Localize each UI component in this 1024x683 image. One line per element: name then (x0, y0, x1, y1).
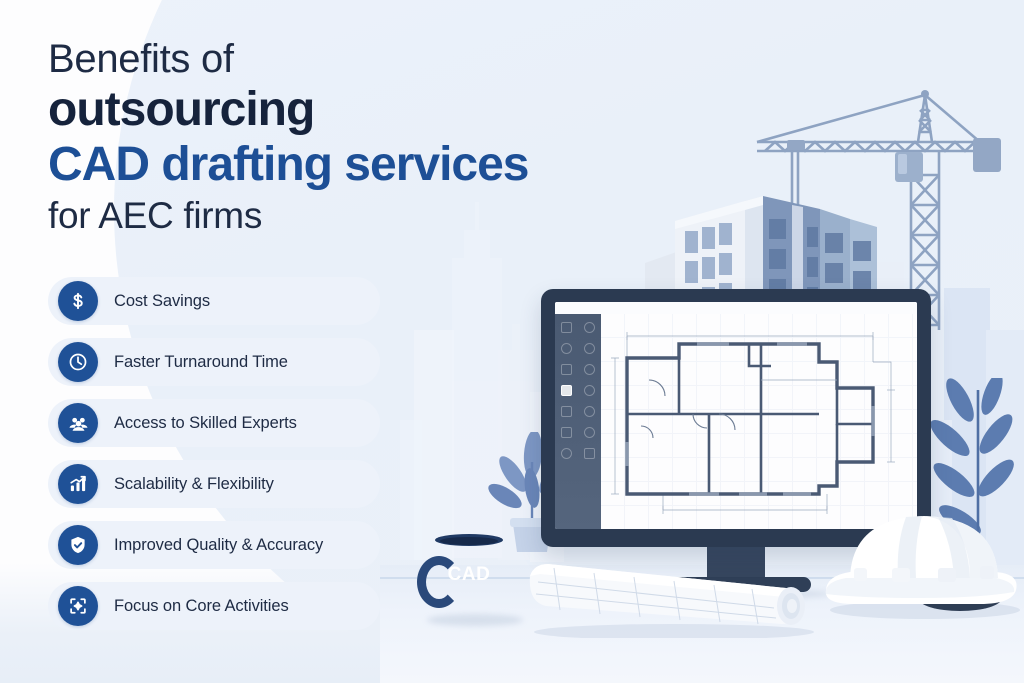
tool-icon-rect[interactable] (561, 322, 572, 333)
skyline-tower-1 (452, 202, 502, 558)
cad-drawing-canvas[interactable] (601, 314, 917, 529)
monitor-bezel (541, 289, 931, 547)
benefit-label: Faster Turnaround Time (114, 352, 288, 371)
coffee-mug: CAD (417, 534, 523, 626)
benefit-item-focus-core[interactable]: Focus on Core Activities (48, 582, 380, 630)
benefit-item-improved-quality[interactable]: Improved Quality & Accuracy (48, 521, 380, 569)
clock-icon (58, 342, 98, 382)
tool-icon-point[interactable] (584, 343, 595, 354)
mug-handle (417, 556, 461, 608)
tool-row (555, 427, 601, 438)
tool-icon-layer[interactable] (561, 406, 572, 417)
hard-hat-svg (825, 516, 1020, 619)
tool-icon-text[interactable] (561, 427, 572, 438)
tool-row (555, 406, 601, 417)
benefit-item-cost-savings[interactable]: Cost Savings (48, 277, 380, 325)
tool-icon-arc[interactable] (561, 343, 572, 354)
focus-target-icon (58, 586, 98, 626)
tool-icon-settings[interactable] (561, 448, 572, 459)
blueprint-roll-svg (529, 564, 814, 640)
tool-row (555, 448, 601, 459)
crane-counterweight (973, 138, 1001, 172)
tool-icon-export[interactable] (584, 448, 595, 459)
benefit-item-scalability[interactable]: Scalability & Flexibility (48, 460, 380, 508)
tool-row (555, 364, 601, 375)
dollar-icon (58, 281, 98, 321)
plant-right-svg (930, 373, 1014, 548)
benefits-list: Cost Savings Faster Turnaround Time (48, 277, 380, 643)
tool-icon-selected[interactable] (561, 385, 572, 396)
mug-label: CAD (447, 564, 491, 585)
benefit-label: Access to Skilled Experts (114, 413, 297, 432)
headline-block: Benefits of outsourcing CAD drafting ser… (48, 37, 648, 236)
headline-line-3: CAD drafting services (48, 137, 530, 191)
headline-line-4: for AEC firms (48, 194, 263, 236)
tool-row (555, 322, 601, 333)
floor-plan-drawing (611, 332, 895, 514)
headline-line-2: outsourcing (48, 83, 315, 137)
office-building-illustration (645, 183, 880, 318)
skyline-right-block-2 (986, 330, 1024, 580)
benefit-label: Improved Quality & Accuracy (114, 535, 324, 554)
tool-icon-measure[interactable] (584, 385, 595, 396)
people-icon (58, 403, 98, 443)
monitor-screen (555, 302, 917, 529)
hard-hat (820, 498, 1024, 623)
tool-icon-dimension[interactable] (584, 427, 595, 438)
shield-check-icon (58, 525, 98, 565)
tool-icon-ellipse[interactable] (584, 364, 595, 375)
skyline-tower-5 (400, 420, 422, 560)
growth-chart-icon (58, 464, 98, 504)
benefit-label: Focus on Core Activities (114, 596, 289, 615)
tool-icon-circle[interactable] (584, 322, 595, 333)
monitor-neck (707, 545, 765, 581)
tool-icon-polygon[interactable] (561, 364, 572, 375)
mug-interior (440, 537, 498, 545)
headline-line-1: Benefits of (48, 37, 234, 81)
tool-row (555, 385, 601, 396)
blueprint-roll (524, 558, 824, 640)
cad-tool-sidebar[interactable] (555, 314, 601, 529)
benefit-label: Scalability & Flexibility (114, 474, 274, 493)
mug-shadow (427, 614, 523, 626)
potted-plant-right (930, 373, 1024, 563)
building-svg (645, 196, 877, 315)
desktop-monitor (541, 289, 931, 599)
tool-row (555, 343, 601, 354)
cad-tool-grid (555, 322, 601, 469)
benefit-item-faster-turnaround[interactable]: Faster Turnaround Time (48, 338, 380, 386)
benefit-item-skilled-experts[interactable]: Access to Skilled Experts (48, 399, 380, 447)
benefit-label: Cost Savings (114, 291, 211, 310)
tool-icon-snap[interactable] (584, 406, 595, 417)
